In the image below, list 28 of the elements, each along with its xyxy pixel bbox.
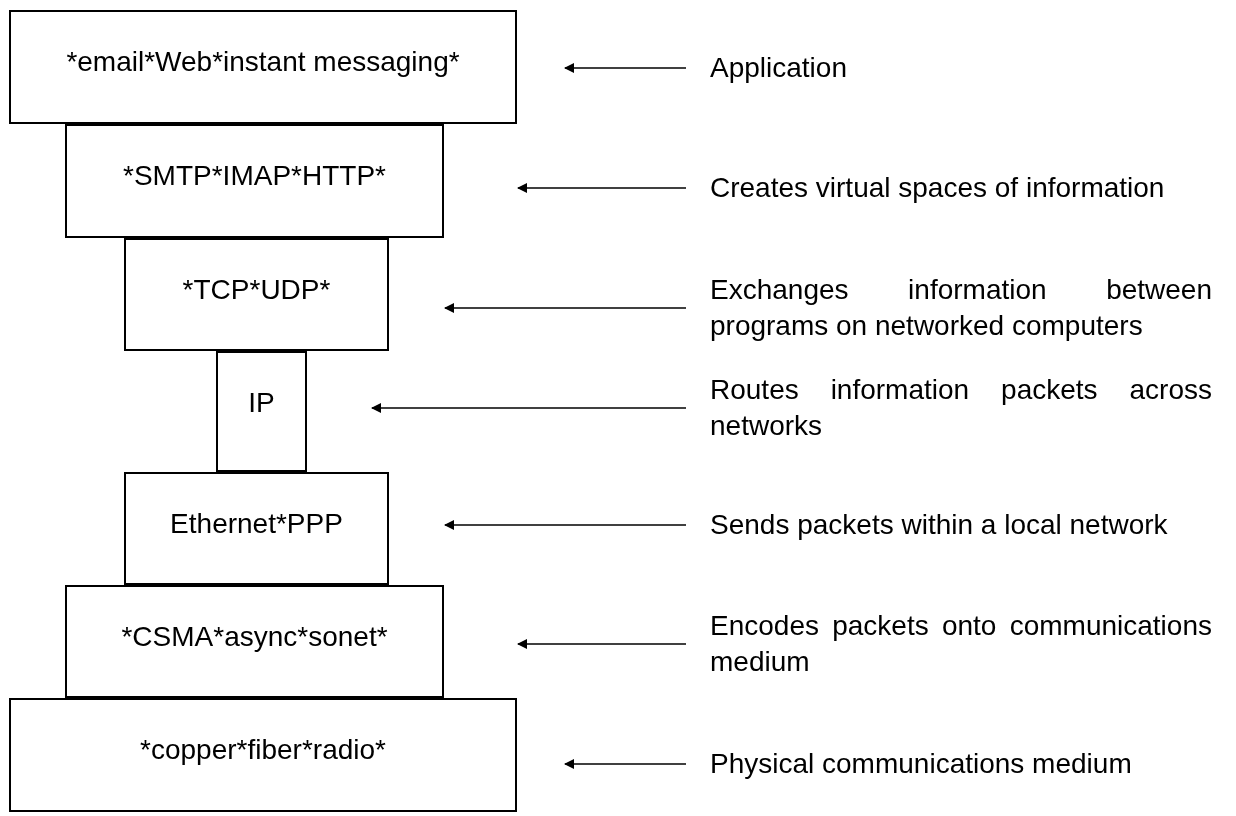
arrow [517, 639, 687, 649]
layer-description: Creates virtual spaces of information [710, 171, 1166, 205]
arrow [371, 403, 687, 413]
layer-box [9, 698, 517, 812]
arrow [444, 520, 687, 530]
arrow [564, 759, 687, 769]
layer-label: *email*Web*instant messaging* [66, 46, 460, 78]
layer-box [9, 10, 517, 124]
layer-description: Sends packets within a local network [710, 508, 1169, 542]
layer-description: Encodes packets onto communications medium [710, 609, 1212, 679]
layer-box [124, 238, 389, 351]
layer-label: *SMTP*IMAP*HTTP* [123, 160, 386, 192]
arrow [517, 183, 687, 193]
layer-description: Exchanges information between programs on networked computers [710, 273, 1212, 343]
arrow [444, 303, 687, 313]
layer-description: Routes information packets across networks [710, 373, 1212, 443]
layer-label: Ethernet*PPP [170, 508, 343, 540]
layer-box [65, 585, 444, 698]
layer-label: IP [248, 387, 275, 419]
layer-label: *copper*fiber*radio* [140, 734, 386, 766]
layer-label: *CSMA*async*sonet* [121, 621, 388, 653]
layer-box [216, 351, 307, 472]
layer-description: Application [710, 51, 848, 85]
arrow [564, 63, 687, 73]
layer-box [65, 124, 444, 238]
layer-box [124, 472, 389, 585]
layer-description: Physical communications medium [710, 747, 1133, 781]
layer-label: *TCP*UDP* [182, 274, 331, 306]
